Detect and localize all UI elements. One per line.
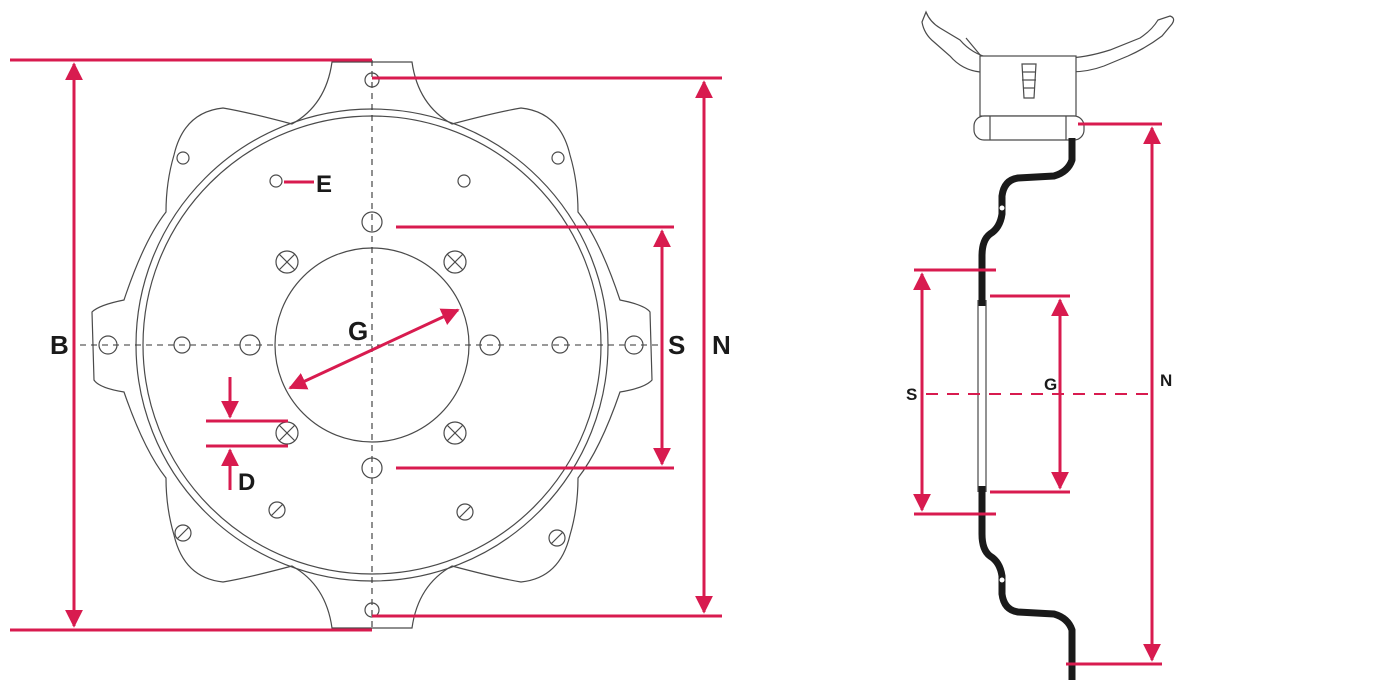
side-dimension-n: N bbox=[1066, 122, 1172, 666]
label-n: N bbox=[712, 330, 731, 360]
dimension-g: G bbox=[288, 308, 460, 390]
flange-rim bbox=[973, 115, 1085, 141]
dimension-b: B bbox=[10, 58, 372, 632]
side-dimension-s: S bbox=[906, 268, 996, 516]
hub-block bbox=[979, 55, 1077, 117]
label-b: B bbox=[50, 330, 69, 360]
label-g: G bbox=[348, 316, 368, 346]
side-label-s: S bbox=[906, 385, 917, 404]
disc-profile bbox=[978, 138, 1076, 300]
cross-marked-holes bbox=[174, 250, 566, 547]
dimension-e: E bbox=[284, 171, 332, 198]
side-label-g: G bbox=[1044, 375, 1057, 394]
rim-section bbox=[921, 10, 1175, 73]
dimension-n: N bbox=[372, 76, 731, 618]
valve-stem bbox=[1021, 63, 1037, 99]
side-view: S G N bbox=[906, 10, 1175, 680]
side-dimension-g: G bbox=[990, 294, 1070, 494]
dimension-d: D bbox=[206, 377, 288, 496]
axis-holes bbox=[98, 72, 644, 618]
label-d: D bbox=[238, 469, 255, 496]
side-label-n: N bbox=[1160, 371, 1172, 390]
label-s: S bbox=[668, 330, 685, 360]
label-e: E bbox=[316, 171, 332, 198]
dimension-s: S bbox=[396, 225, 685, 470]
front-view: B N S G E bbox=[10, 58, 731, 632]
disc-profile-lower bbox=[978, 492, 1076, 680]
